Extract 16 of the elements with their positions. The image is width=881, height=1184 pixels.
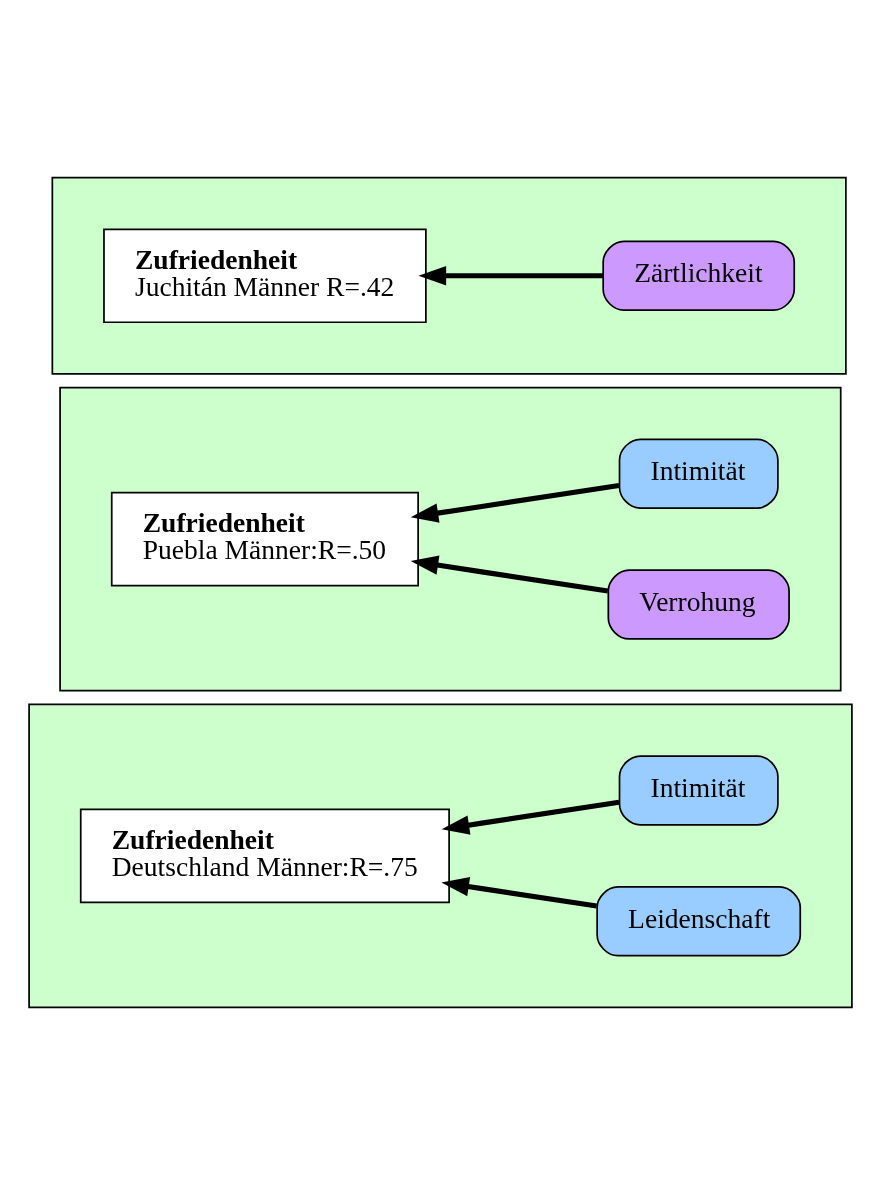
node-box: Leidenschaft xyxy=(596,885,802,957)
arrow xyxy=(410,555,609,594)
node-box: Zärtlichkeit xyxy=(602,240,796,311)
node-box: Verrohung xyxy=(607,568,790,640)
cluster xyxy=(28,703,853,1008)
cluster xyxy=(51,176,847,375)
node-box: Zufriedenheit Juchitán Männer R=.42 xyxy=(103,227,427,323)
cluster xyxy=(59,386,842,691)
arrow xyxy=(441,799,620,835)
node-box: Zufriedenheit Deutschland Männer:R=.75 xyxy=(79,808,450,903)
node-box: Intimität xyxy=(618,437,779,509)
arrow xyxy=(418,265,604,285)
node-box: Intimität xyxy=(618,754,779,826)
arrow xyxy=(410,482,620,523)
arrow xyxy=(441,876,597,909)
node-box: Zufriedenheit Puebla Männer:R=.50 xyxy=(110,491,419,586)
